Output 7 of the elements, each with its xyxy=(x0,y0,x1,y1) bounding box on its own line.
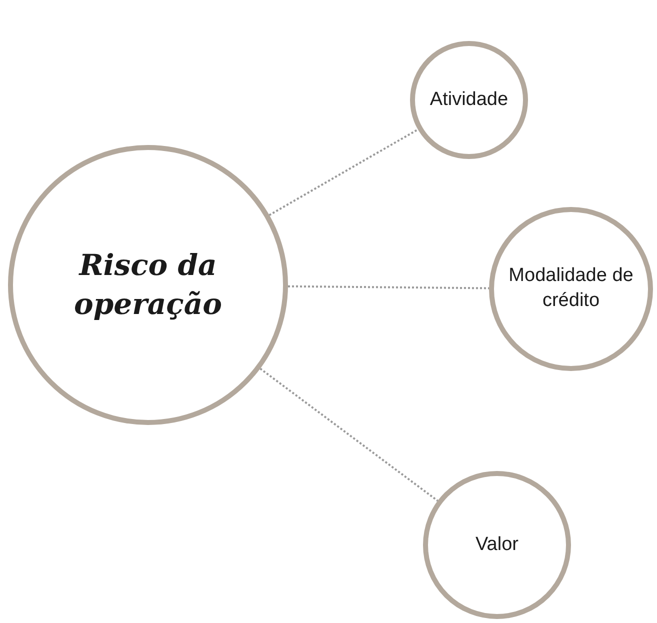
node-label: Valor xyxy=(476,532,518,557)
dotted-connector xyxy=(288,285,490,290)
node-label: Atividade xyxy=(430,88,508,112)
dotted-connector xyxy=(268,128,418,216)
node-label: Modalidade de crédito xyxy=(508,264,634,313)
node-label: Risco da operação xyxy=(73,246,223,323)
dotted-connector xyxy=(260,368,438,502)
